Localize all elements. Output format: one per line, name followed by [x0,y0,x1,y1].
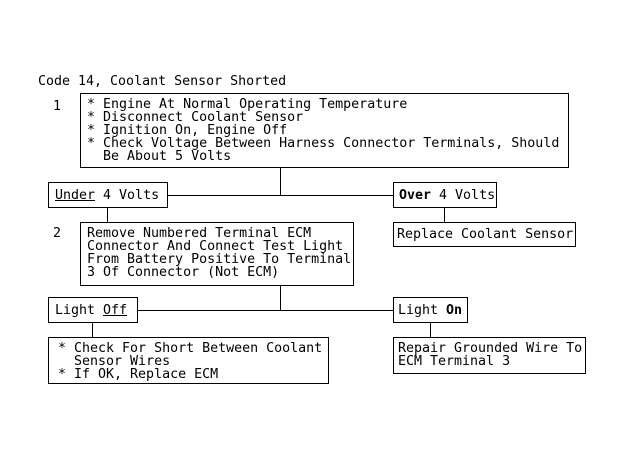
step1-line: Be About 5 Volts [87,149,232,164]
branch-under-label: Under 4 Volts [55,187,160,203]
connector-step1-drop [280,168,281,195]
check-short-line: * Check For Short Between Coolant [58,341,323,356]
connector-light-off-drop [92,322,93,337]
step1-number: 1 [53,99,62,114]
branch-light-off-prefix: Light [55,302,104,318]
connector-rail-light [137,310,393,311]
branch-over-rest: 4 Volts [431,187,496,203]
step1-line: * Ignition On, Engine Off [87,123,288,138]
step2-number: 2 [53,226,62,241]
connector-over-drop [444,208,445,222]
connector-under-drop [107,208,108,222]
branch-light-on-prefix: Light [398,302,447,318]
branch-over-box: Over 4 Volts [393,182,497,208]
branch-light-off-label: Light Off [55,302,128,318]
branch-over-label: Over 4 Volts [399,187,496,203]
check-short-line: * If OK, Replace ECM [58,367,219,382]
step1-box: * Engine At Normal Operating Temperature… [80,93,569,168]
step2-line: 3 Of Connector (Not ECM) [87,265,280,280]
repair-wire-box: Repair Grounded Wire To ECM Terminal 3 [393,337,586,374]
branch-light-on-label: Light On [398,302,463,318]
step1-line: * Check Voltage Between Harness Connecto… [87,136,560,151]
repair-wire-line: Repair Grounded Wire To [398,341,583,356]
step2-line: From Battery Positive To Terminal [87,252,352,267]
connector-step2-drop [280,285,281,310]
connector-rail-volts [168,195,393,196]
branch-under-box: Under 4 Volts [48,182,168,208]
branch-over-emphasis: Over [399,187,432,203]
branch-light-off-emphasis: Off [103,302,128,318]
branch-under-emphasis: Under [55,187,96,203]
branch-light-on-box: Light On [393,297,468,323]
step2-box: Remove Numbered Terminal ECM Connector A… [80,222,354,286]
replace-sensor-box: Replace Coolant Sensor [393,222,576,247]
branch-light-on-emphasis: On [446,302,463,318]
branch-light-off-box: Light Off [48,297,138,323]
step1-line: * Engine At Normal Operating Temperature [87,97,408,112]
check-short-line: Sensor Wires [58,354,171,369]
replace-sensor-label: Replace Coolant Sensor [397,227,574,242]
branch-under-rest: 4 Volts [95,187,160,203]
step1-line: * Disconnect Coolant Sensor [87,110,304,125]
repair-wire-line: ECM Terminal 3 [398,354,511,369]
step2-line: Remove Numbered Terminal ECM [87,226,312,241]
step2-line: Connector And Connect Test Light [87,239,344,254]
page-title: Code 14, Coolant Sensor Shorted [38,74,287,89]
check-short-box: * Check For Short Between Coolant Sensor… [48,337,329,384]
connector-light-on-drop [430,322,431,337]
